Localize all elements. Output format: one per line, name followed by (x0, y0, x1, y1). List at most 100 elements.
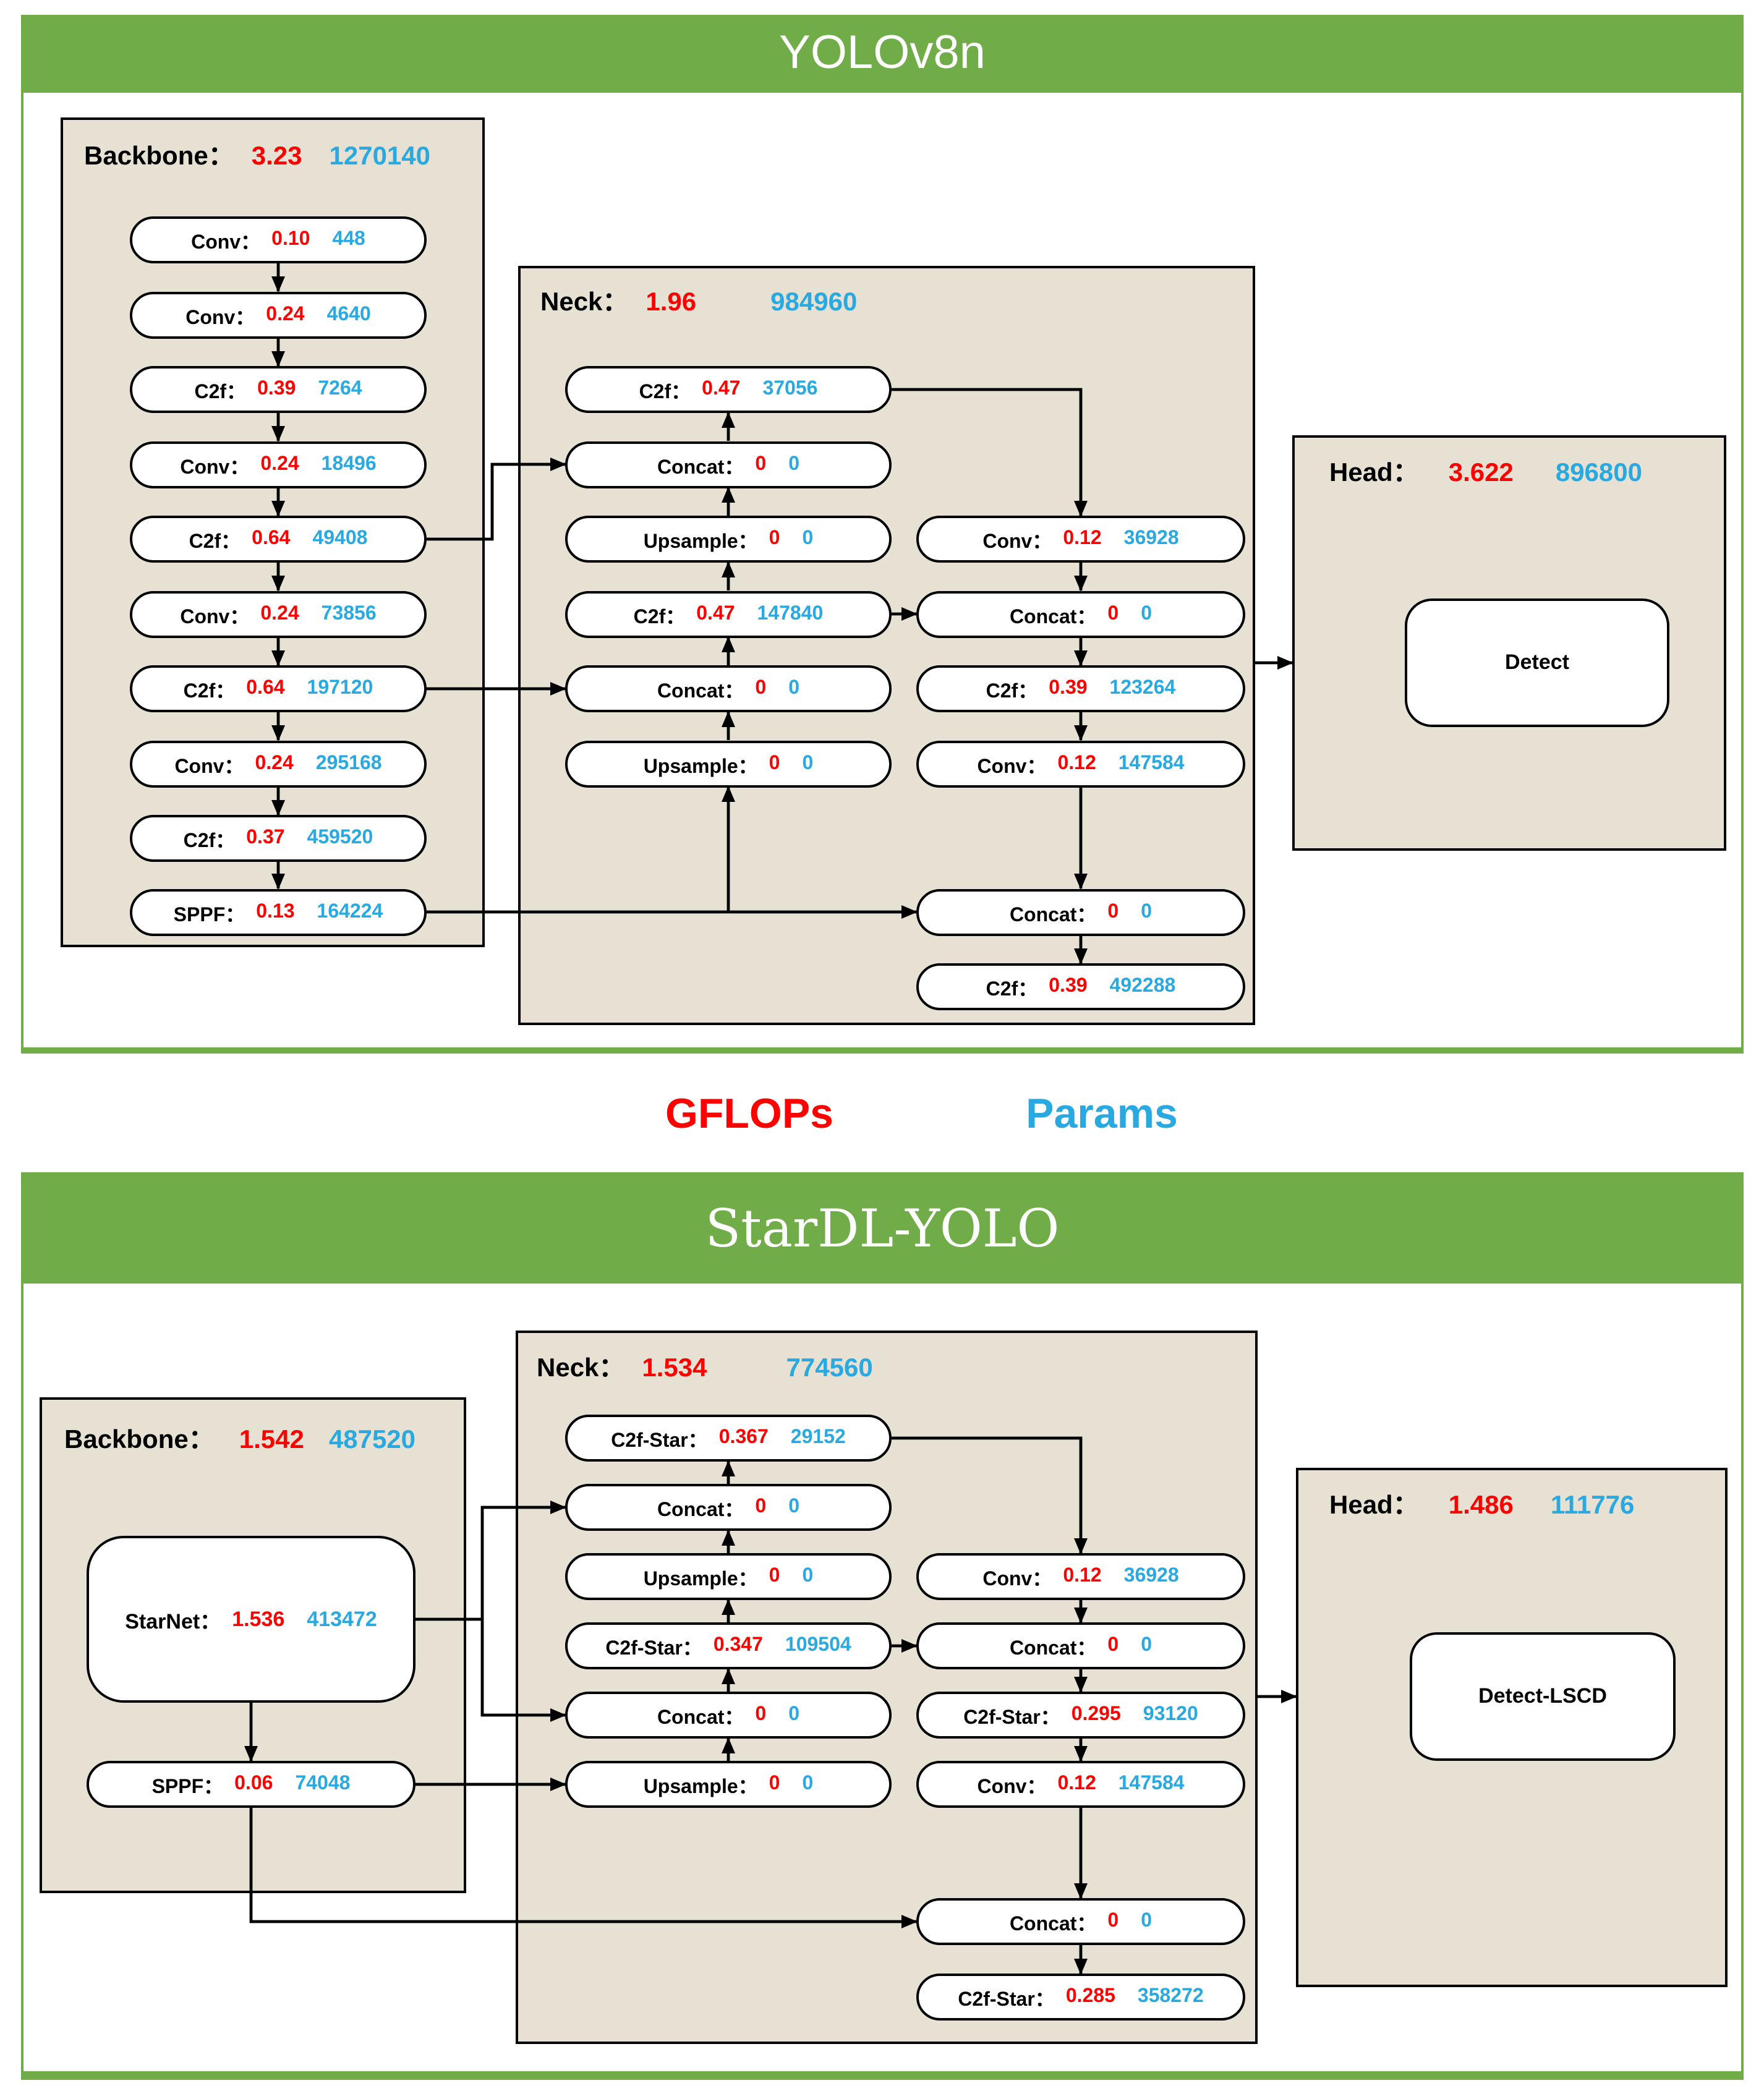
panel-gflops: 3.23 (251, 142, 302, 171)
detect-node: Detect (1405, 598, 1669, 727)
node-params: 197120 (307, 678, 373, 699)
node-gflops: 0.39 (1049, 678, 1088, 699)
node-params: 0 (788, 453, 800, 474)
node-label: C2f-Star： (958, 1990, 1055, 2011)
node-params: 0 (802, 1773, 814, 1794)
node-params: 0 (788, 678, 800, 699)
node-gflops: 0.64 (252, 528, 291, 549)
node-label: C2f： (183, 681, 236, 702)
node-label: Concat： (1009, 607, 1097, 628)
graph-node: C2f： 0.64 49408 (130, 516, 427, 563)
banner-yolov8n-title: YOLOv8n (779, 27, 986, 79)
node-params: 459520 (307, 827, 373, 848)
panel-gflops: 1.534 (642, 1354, 707, 1382)
legend-params: Params (1026, 1091, 1178, 1139)
node-params: 358272 (1137, 1986, 1204, 2007)
panel-label: Neck： (540, 288, 629, 317)
node-params: 0 (1141, 1635, 1153, 1656)
node-params: 295168 (315, 752, 382, 773)
node-label: Conv： (977, 756, 1047, 777)
node-gflops: 0 (755, 453, 767, 474)
panel-params: 1270140 (329, 142, 431, 171)
panel-gflops: 1.486 (1448, 1491, 1514, 1520)
legend-params-label: Params (1026, 1091, 1178, 1138)
node-gflops: 0.347 (713, 1635, 763, 1656)
detect-lscd-node: Detect-LSCD (1410, 1632, 1676, 1761)
node-gflops: 0.10 (271, 229, 310, 250)
panel-gflops: 3.622 (1448, 459, 1514, 487)
node-label: Concat： (657, 1500, 744, 1521)
node-params: 0 (802, 1565, 814, 1586)
panel-params: 774560 (786, 1354, 873, 1382)
node-params: 147840 (757, 603, 824, 624)
node-label: C2f： (189, 532, 241, 553)
node-label: C2f： (633, 607, 686, 628)
node-label: Concat： (657, 681, 744, 702)
node-params: 0 (802, 528, 814, 549)
node-label: C2f： (986, 681, 1038, 702)
node-gflops: 0.39 (1049, 976, 1088, 997)
node-label: C2f： (183, 831, 236, 852)
node-gflops: 0.12 (1057, 752, 1096, 773)
banner-stardl-yolo: StarDL-YOLO (21, 1172, 1744, 1281)
node-params: 448 (332, 229, 365, 250)
node-gflops: 1.536 (232, 1607, 285, 1630)
node-gflops: 0 (1107, 1635, 1119, 1656)
panel-params: 111776 (1550, 1491, 1635, 1520)
panel-gflops: 1.542 (239, 1426, 304, 1454)
node-label: Detect (1505, 650, 1569, 674)
node-label: Upsample： (643, 1777, 758, 1798)
node-label: Conv： (191, 232, 261, 253)
node-label: Concat： (657, 1708, 744, 1729)
node-label: C2f-Star： (611, 1431, 708, 1452)
node-gflops: 0.24 (266, 304, 305, 325)
node-gflops: 0 (755, 1704, 767, 1725)
node-params: 49408 (312, 528, 368, 549)
node-params: 7264 (318, 378, 362, 399)
node-gflops: 0.47 (702, 378, 741, 399)
node-params: 0 (802, 752, 814, 773)
node-params: 0 (1141, 1910, 1153, 1931)
node-params: 4640 (326, 304, 371, 325)
node-gflops: 0.12 (1063, 1565, 1102, 1586)
node-gflops: 0 (1107, 1910, 1119, 1931)
node-label: Concat： (1009, 905, 1097, 926)
node-label: C2f： (194, 382, 247, 403)
panel-params: 984960 (770, 288, 858, 317)
node-gflops: 0.06 (234, 1773, 273, 1794)
node-params: 147584 (1118, 1773, 1185, 1794)
node-gflops: 0.295 (1071, 1704, 1121, 1725)
panel-gflops: 1.96 (646, 288, 697, 317)
node-gflops: 0 (769, 528, 780, 549)
node-label: Conv： (180, 607, 250, 628)
node-label: Conv： (977, 1777, 1047, 1798)
node-params: 18496 (321, 453, 377, 474)
graph-node: Conv： 0.10 448 (130, 216, 427, 263)
node-gflops: 0.24 (260, 603, 299, 624)
node-label: Conv： (185, 307, 255, 328)
panel-label: Neck： (537, 1354, 625, 1382)
